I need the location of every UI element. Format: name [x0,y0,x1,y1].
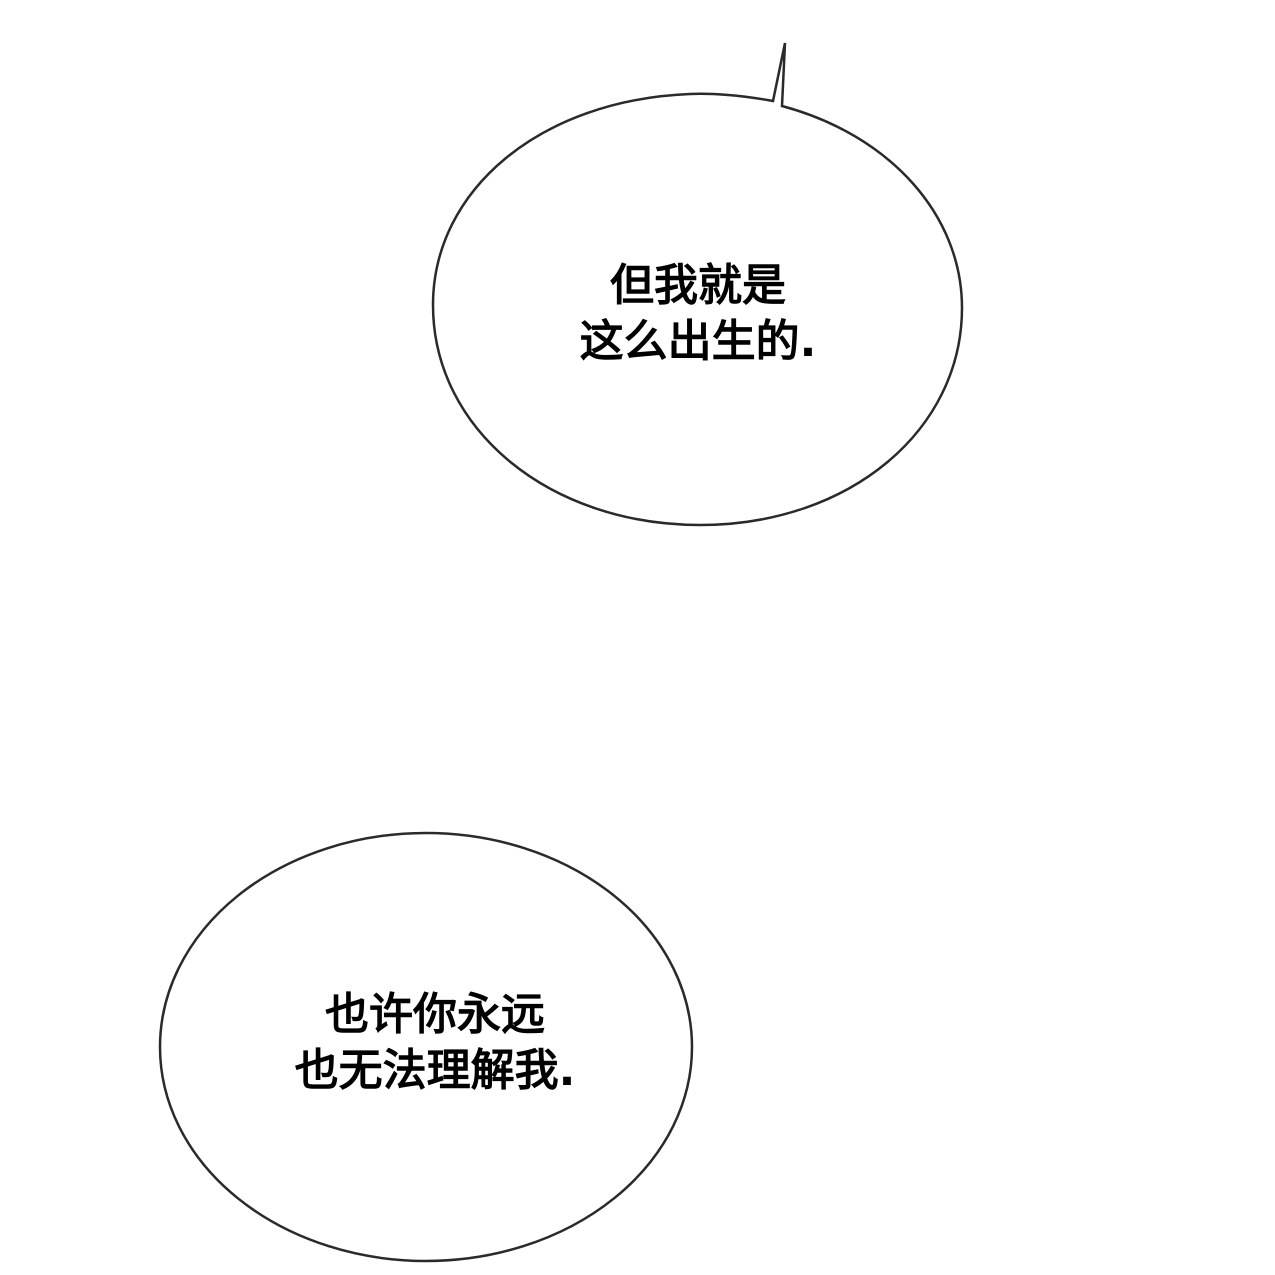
speech-bubble-2-text: 也许你永远 也无法理解我. [245,987,625,1099]
dialogue-line: 但我就是 [610,260,786,311]
speech-bubble-2-outline [158,831,694,1263]
dialogue-line: 也无法理解我. [294,1045,576,1096]
dialogue-line: 这么出生的. [579,316,817,367]
dialogue-line: 也许你永远 [325,989,545,1040]
speech-bubble-1-outline [431,42,964,527]
speech-bubble-1-text: 但我就是 这么出生的. [533,258,863,370]
